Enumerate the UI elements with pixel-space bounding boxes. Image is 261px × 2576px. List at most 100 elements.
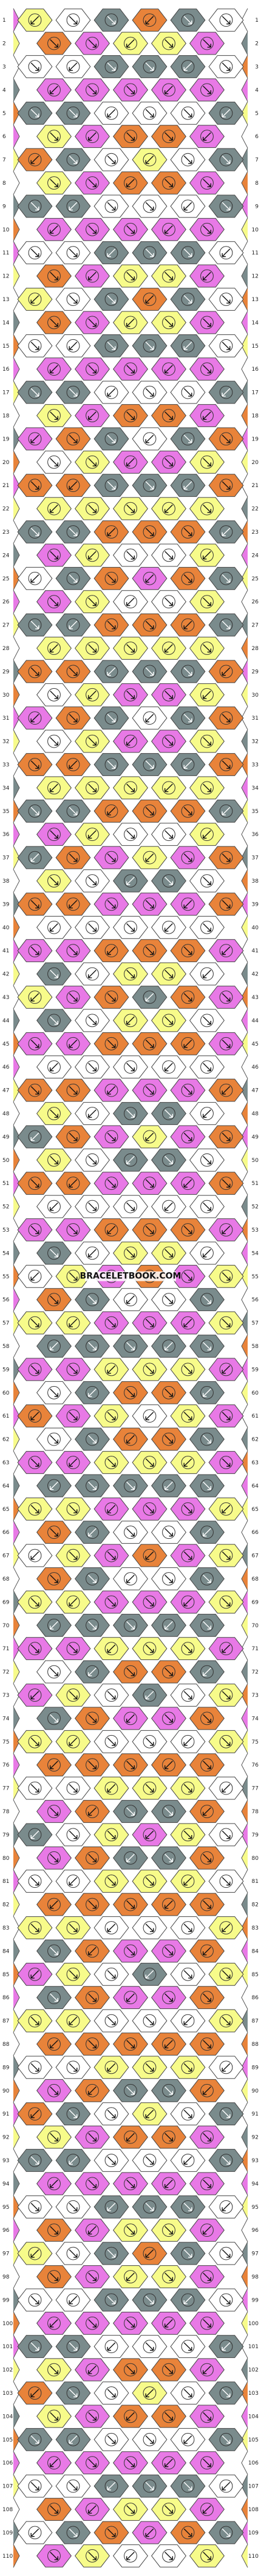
row-number-right: 15	[252, 344, 259, 350]
arrow-down-left-icon	[126, 2133, 135, 2142]
row-number-left: 101	[2, 2344, 13, 2350]
arrow-down-right-icon	[30, 62, 39, 71]
edge-strand-right	[241, 1706, 248, 1730]
arrow-down-right-icon	[50, 411, 58, 420]
arrow-down-right-icon	[145, 1365, 154, 1374]
arrow-down-right-icon	[50, 39, 58, 48]
arrow-down-right-icon	[107, 2528, 116, 2537]
row-number-right: 45	[252, 1041, 259, 1047]
arrow-down-left-icon	[69, 481, 78, 490]
row-number-right: 71	[252, 1646, 259, 1652]
arrow-down-right-icon	[30, 2016, 39, 2025]
arrow-down-right-icon	[164, 1807, 173, 1816]
arrow-down-left-icon	[50, 2040, 58, 2048]
row-number-left: 100	[2, 2321, 13, 2327]
arrow-down-right-icon	[107, 1458, 116, 1467]
arrow-down-left-icon	[88, 969, 97, 978]
row-number-left: 69	[2, 1599, 10, 1605]
arrow-down-right-icon	[183, 1226, 192, 1234]
edge-strand-left	[13, 729, 20, 754]
arrow-down-left-icon	[203, 2086, 211, 2095]
arrow-down-right-icon	[183, 2063, 192, 2072]
row-number-right: 32	[252, 739, 259, 745]
row-number-left: 5	[2, 111, 6, 117]
row-number-left: 80	[2, 1856, 10, 1862]
row-number-left: 84	[2, 1948, 10, 1954]
arrow-down-right-icon	[203, 644, 211, 652]
arrow-down-left-icon	[183, 2435, 192, 2444]
row-number-left: 63	[2, 1460, 9, 1466]
row-number-right: 79	[252, 1832, 259, 1838]
arrow-down-right-icon	[126, 783, 135, 792]
arrow-down-right-icon	[107, 620, 116, 629]
edge-strand-right	[241, 310, 248, 334]
edge-strand-right	[241, 1520, 248, 1544]
arrow-down-right-icon	[30, 342, 39, 350]
arrow-down-left-icon	[164, 1342, 173, 1350]
edge-strand-right	[241, 2265, 248, 2289]
edge-strand-right	[241, 1846, 248, 1870]
row-number-right: 31	[252, 715, 259, 722]
row-number-left: 50	[2, 1158, 10, 1164]
arrow-down-left-icon	[88, 1807, 97, 1816]
row-number-right: 82	[252, 1902, 259, 1908]
arrow-down-left-icon	[50, 783, 58, 792]
row-number-left: 33	[2, 762, 9, 768]
arrow-down-right-icon	[88, 1621, 97, 1630]
arrow-down-right-icon	[88, 1063, 97, 1072]
arrow-down-left-icon	[222, 946, 231, 955]
arrow-down-right-icon	[203, 1714, 211, 1723]
arrow-down-right-icon	[222, 2528, 231, 2537]
arrow-down-right-icon	[69, 574, 78, 583]
arrow-down-left-icon	[50, 1481, 58, 1490]
row-number-right: 25	[252, 576, 259, 582]
arrow-down-right-icon	[183, 1365, 192, 1374]
edge-strand-left	[13, 2125, 20, 2149]
arrow-down-right-icon	[107, 1040, 116, 1048]
arrow-down-right-icon	[183, 2481, 192, 2491]
row-number-left: 24	[2, 553, 10, 559]
arrow-down-right-icon	[107, 1179, 116, 1188]
arrow-down-right-icon	[30, 900, 39, 909]
arrow-down-right-icon	[30, 2295, 39, 2305]
row-number-left: 57	[2, 1321, 9, 1327]
arrow-down-right-icon	[126, 644, 135, 652]
row-number-right: 61	[252, 1413, 259, 1419]
arrow-down-right-icon	[126, 2365, 135, 2374]
arrow-down-left-icon	[107, 946, 116, 955]
arrow-down-right-icon	[107, 62, 116, 71]
arrow-down-right-icon	[107, 574, 116, 583]
arrow-down-left-icon	[126, 1575, 135, 1583]
row-number-right: 60	[252, 1390, 259, 1396]
edge-strand-right	[241, 1148, 248, 1172]
arrow-down-right-icon	[183, 853, 192, 862]
row-number-right: 62	[252, 1437, 259, 1443]
arrow-down-right-icon	[107, 1412, 116, 1421]
edge-strand-left	[13, 683, 20, 707]
row-number-left: 62	[2, 1437, 9, 1443]
arrow-down-left-icon	[30, 1830, 39, 1839]
arrow-down-left-icon	[50, 225, 58, 234]
arrow-down-right-icon	[126, 1481, 135, 1490]
arrow-down-right-icon	[126, 1109, 135, 1118]
edge-strand-right	[241, 2404, 248, 2428]
arrow-down-right-icon	[203, 2552, 211, 2560]
arrow-down-right-icon	[164, 1575, 173, 1583]
arrow-down-left-icon	[183, 620, 192, 629]
row-number-right: 33	[252, 762, 259, 768]
arrow-down-left-icon	[164, 1481, 173, 1490]
row-number-right: 24	[252, 553, 259, 559]
edge-strand-right	[241, 1101, 248, 1126]
arrow-down-right-icon	[126, 225, 135, 234]
arrow-down-right-icon	[183, 1644, 192, 1653]
arrow-down-left-icon	[164, 1063, 173, 1072]
arrow-down-left-icon	[30, 1551, 39, 1560]
arrow-down-right-icon	[183, 155, 192, 164]
arrow-down-left-icon	[69, 620, 78, 629]
arrow-down-left-icon	[69, 1877, 78, 1886]
row-number-right: 73	[252, 1693, 259, 1699]
row-number-left: 70	[2, 1623, 10, 1629]
arrow-down-left-icon	[222, 1505, 231, 1513]
arrow-down-right-icon	[222, 1738, 231, 1746]
